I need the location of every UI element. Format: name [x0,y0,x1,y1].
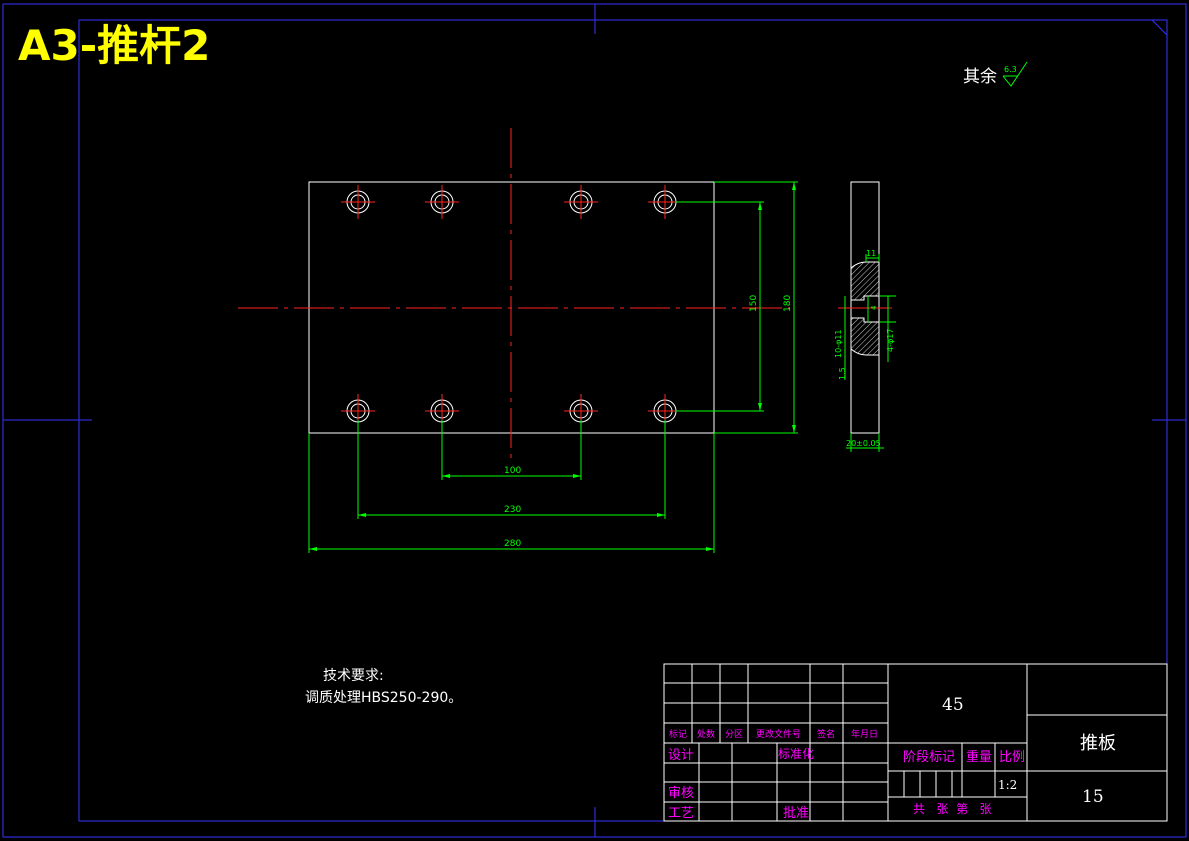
notes-line: 调质处理HBS250-290。 [305,690,462,706]
side-dimensions [844,254,896,452]
dim-180: 180 [783,295,793,312]
dim-150: 150 [749,295,759,312]
centering-marks [3,4,1186,837]
label-standardize: 标准化 [778,747,814,761]
dim-280: 280 [504,539,521,549]
title-block [663,663,1168,822]
scale: 1:2 [998,778,1017,792]
dim-depth: 1.5 [838,367,847,380]
bolt-hole [341,185,375,219]
title-block-header: 分区 [725,729,743,740]
side-view [838,181,892,434]
dim-hole-small: 10-φ11 [834,329,843,358]
label-review: 审核 [668,786,694,801]
dim-thickness: 20±0.05 [846,439,881,448]
title-block-header: 标记 [669,728,687,740]
label-weight: 重量 [966,749,992,765]
dim-100: 100 [504,466,521,476]
roughness-label: 其余 [963,67,997,87]
label-ratio: 比例 [999,750,1025,765]
inner-frame [78,19,1168,822]
dim-11: 11 [866,249,876,258]
label-approve: 批准 [783,806,809,821]
label-design: 设计 [668,748,694,763]
bolt-hole [564,185,598,219]
dim-230: 230 [504,505,521,515]
title-block-header: 处数 [697,728,715,740]
bolt-hole [425,185,459,219]
outer-frame [2,3,1187,838]
roughness-symbol [1002,61,1028,87]
section-upper [850,261,880,301]
part-number: 15 [1082,787,1104,807]
holes-group [341,185,682,428]
part-name: 推板 [1080,733,1116,754]
dimension-arrows [309,182,796,551]
label-process: 工艺 [668,806,694,821]
dim-side: 4 [870,305,878,310]
drawing-title: A3-推杆2 [18,21,210,70]
label-stage-mark: 阶段标记 [903,750,955,765]
dim-hole-large: 4-φ17 [886,329,895,352]
label-sheets: 共 张 第 张 [913,802,992,816]
section-lower [850,317,880,356]
front-view [238,128,790,462]
material: 45 [942,695,964,715]
title-block-header: 更改文件号 [756,728,801,740]
front-dimensions [308,181,798,553]
notes-heading: 技术要求: [323,668,384,684]
title-block-header: 签名 [817,728,835,740]
roughness-value: 6.3 [1004,65,1017,74]
title-block-headers: 标记处数分区 更改文件号 签名 年月日 [669,728,878,740]
title-block-header: 年月日 [851,728,878,740]
